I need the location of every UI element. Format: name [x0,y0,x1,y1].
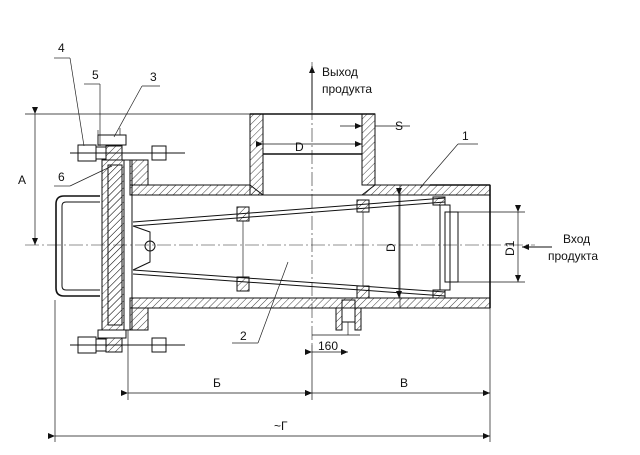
svg-text:1: 1 [462,129,469,143]
bolt-top [70,128,185,162]
dim-D1-label: D1 [503,240,517,256]
drain-nozzle [335,299,362,335]
callout-3: 3 [113,70,160,138]
dim-A [25,107,250,245]
dim-D-body-label: D [384,243,398,252]
conical-screen [132,196,459,299]
outlet-pipe [249,113,376,196]
outlet-label-line2: продукта [322,82,372,96]
callout-2: 2 [232,261,289,344]
svg-text:5: 5 [92,68,99,82]
callout-4: 4 [54,41,85,147]
inlet-label-line1: Вход [563,232,590,246]
handle [55,195,100,297]
dim-160-label: 160 [318,339,338,353]
svg-text:2: 2 [240,329,247,343]
svg-text:6: 6 [58,170,65,184]
dim-A-label: А [18,173,26,187]
inlet-label-line2: продукта [548,249,598,263]
dim-V-label: В [400,376,408,390]
dim-S-label: S [395,119,403,133]
dim-G-label: ~Г [274,419,288,433]
dim-B-label: Б [213,376,221,390]
bolt-bottom [70,329,185,354]
dim-D-top-label: D [295,140,304,154]
svg-text:4: 4 [58,41,65,55]
callout-1: 1 [419,129,478,189]
outlet-label-line1: Выход [322,65,358,79]
callout-6: 6 [54,165,113,187]
callout-5: 5 [84,68,101,146]
svg-text:3: 3 [150,70,157,84]
